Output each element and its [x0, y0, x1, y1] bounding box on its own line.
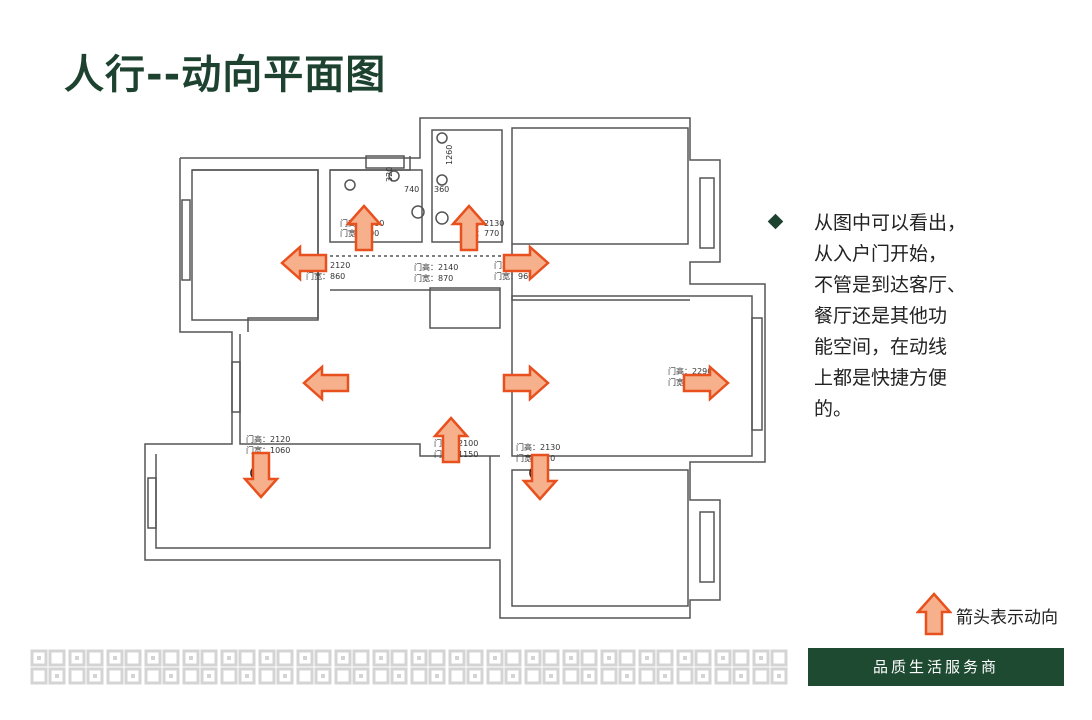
dim-label: 1260	[445, 145, 454, 165]
dim-label: 门宽：860	[306, 271, 345, 281]
dim-label: 门高：2130	[516, 442, 560, 452]
dimension-labels: 1260 320 740 360 门高：2100 门宽：700 门高：2130 …	[246, 145, 712, 463]
decorative-pattern	[30, 647, 790, 687]
door-swing-marks	[250, 465, 538, 481]
legend-arrow-icon	[916, 592, 952, 636]
dim-label: 740	[404, 185, 419, 194]
notes-line: 能空间，在动线	[814, 336, 948, 358]
notes-line: 的。	[814, 398, 853, 420]
arrow-left-icon	[302, 365, 350, 401]
dim-label: 门高：2290	[668, 366, 712, 376]
dim-label: 门宽：1060	[246, 445, 290, 455]
dim-label: 360	[434, 185, 449, 194]
dim-label: 门高：2120	[246, 434, 290, 444]
notes-line: 上都是快捷方便	[814, 367, 948, 389]
page-title: 人行--动向平面图	[64, 52, 387, 98]
dim-label: 门宽：960	[494, 271, 533, 281]
dim-label: 门宽：870	[414, 273, 453, 283]
notes-line: 从图中可以看出，	[814, 212, 967, 234]
dim-label: 门高：2140	[414, 262, 458, 272]
arrow-up-icon	[451, 204, 487, 252]
notes-text: 从图中可以看出， 从入户门开始， 不管是到达客厅、 餐厅还是其他功 能空间，在动…	[814, 208, 984, 425]
dim-label: 门宽：770	[460, 228, 499, 238]
notes-line: 餐厅还是其他功	[814, 305, 948, 327]
footer-band: 品质生活服务商	[808, 648, 1064, 686]
arrow-right-icon	[502, 365, 550, 401]
legend-label: 箭头表示动向	[956, 608, 1058, 628]
arrow-up-icon	[346, 204, 382, 252]
notes-line: 从入户门开始，	[814, 243, 948, 265]
dim-label: 门高：2120	[306, 260, 350, 270]
notes-line: 不管是到达客厅、	[814, 274, 967, 296]
arrow-down-icon	[243, 451, 279, 499]
dim-label: 320	[385, 167, 394, 182]
footer-slogan: 品质生活服务商	[872, 658, 999, 676]
